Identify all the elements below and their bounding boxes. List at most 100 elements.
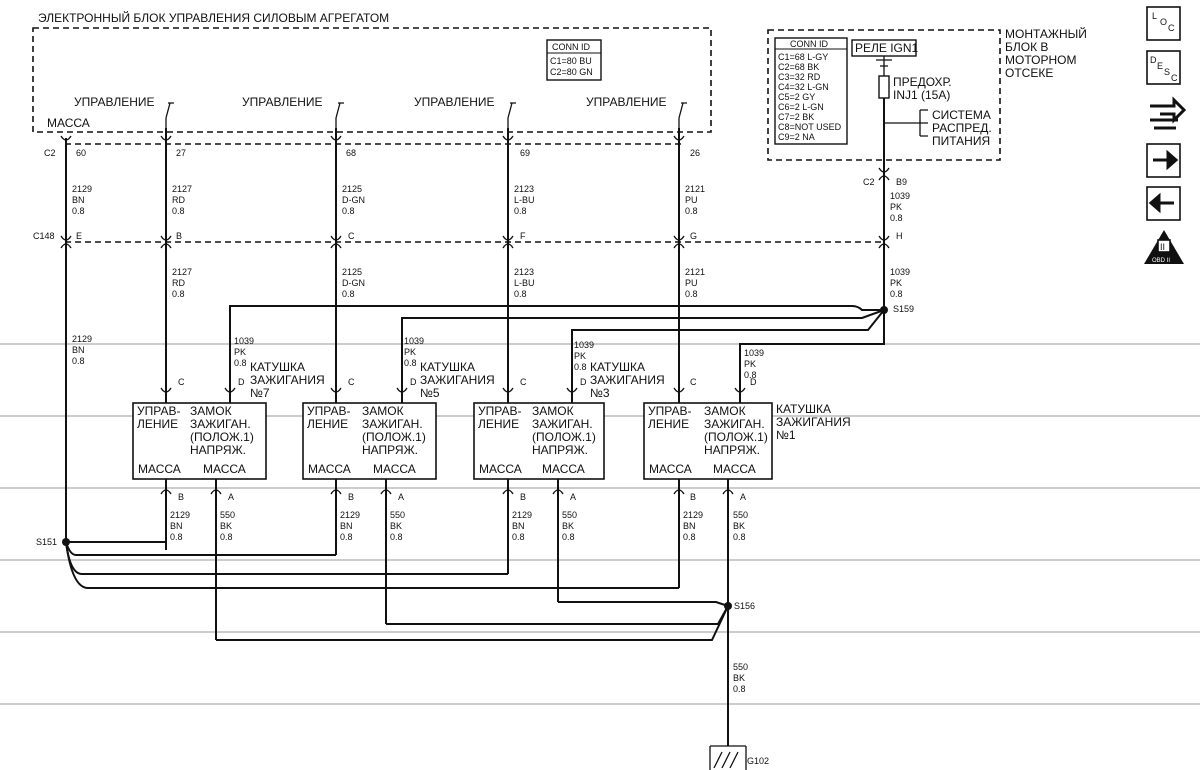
prev-arrow-icon[interactable] — [1146, 186, 1181, 221]
wire-color: PK — [890, 278, 902, 288]
ignition-coil-3: КАТУШКА ЗАЖИГАНИЯ №3 C D УПРАВ- ЛЕНИЕ ЗА… — [473, 360, 665, 502]
coil-ign-label: НАПРЯЖ. — [362, 443, 418, 457]
wire-number: 2121 — [685, 184, 705, 194]
ignition-coil-7: КАТУШКА ЗАЖИГАНИЯ №7 C D УПРАВ- ЛЕНИЕ ЗА… — [132, 360, 325, 502]
coil-ground-label: МАССА — [542, 462, 585, 476]
fuse-conn-line: C4=32 L-GN — [778, 82, 829, 92]
wire-size: 0.8 — [72, 356, 85, 366]
s156-label: S156 — [734, 601, 755, 611]
wire-number: 2129 — [340, 510, 360, 520]
loc-letter: O — [1160, 17, 1167, 27]
coil-title: №5 — [420, 386, 440, 400]
wire-size: 0.8 — [574, 362, 587, 372]
ecm-pin: 68 — [346, 148, 356, 158]
wire-size: 0.8 — [514, 289, 527, 299]
wire-number: 550 — [220, 510, 235, 520]
coil-title: ЗАЖИГАНИЯ — [776, 415, 851, 429]
coil-ground-label: МАССА — [138, 462, 181, 476]
wire-number: 550 — [562, 510, 577, 520]
coil-title: ЗАЖИГАНИЯ — [590, 373, 665, 387]
wire-color: RD — [172, 278, 185, 288]
wire-size: 0.8 — [514, 206, 527, 216]
wire-color: BN — [340, 521, 353, 531]
ecm-conn-header: CONN ID — [552, 42, 591, 52]
wire-size: 0.8 — [234, 358, 247, 368]
ground-label: G102 — [747, 756, 769, 766]
loc-letter: C — [1168, 23, 1175, 33]
coil-title: ЗАЖИГАНИЯ — [250, 373, 325, 387]
wire-number: 2127 — [172, 184, 192, 194]
wire-color: BN — [72, 345, 85, 355]
wire-number: 1039 — [744, 348, 764, 358]
control-label: УПРАВЛЕНИЕ — [74, 95, 155, 109]
fuse-block-title: МОТОРНОМ — [1005, 53, 1076, 67]
wire-color: BK — [733, 521, 745, 531]
wire-size: 0.8 — [72, 206, 85, 216]
coil-ign-label: (ПОЛОЖ.1) — [362, 430, 426, 444]
coil-control-label: УПРАВ- — [478, 404, 521, 418]
coil-ground-label: МАССА — [649, 462, 692, 476]
coil-pin-d: D — [238, 377, 245, 387]
wire-color: BK — [220, 521, 232, 531]
ecm-connector-label: C2 — [44, 148, 56, 158]
wire-size: 0.8 — [685, 289, 698, 299]
coil-pin-b: B — [520, 492, 526, 502]
wire-color: BN — [72, 195, 85, 205]
wire-number: 2123 — [514, 184, 534, 194]
inline-pin: E — [76, 231, 82, 241]
wire-number: 2127 — [172, 267, 192, 277]
fuse-conn-id-box: CONN ID C1=68 L-GY C2=68 BK C3=32 RD C4=… — [774, 37, 848, 145]
coil-ign-label: ЗАЖИГАН. — [362, 417, 423, 431]
control-label: УПРАВЛЕНИЕ — [586, 95, 667, 109]
fuse-conn-line: C6=2 L-GN — [778, 102, 824, 112]
wire-color: D-GN — [342, 278, 365, 288]
coil-ground-labels: 2129 BN 0.8 550 BK 0.8 2129 BN 0.8 550 B… — [170, 510, 748, 694]
coil-pin-d: D — [750, 377, 757, 387]
coil-control-label: ЛЕНИЕ — [307, 417, 348, 431]
wire-size: 0.8 — [170, 532, 183, 542]
ecm-conn-id-box: CONN ID C1=80 BU C2=80 GN — [546, 39, 602, 81]
power-distribution: СИСТЕМА РАСПРЕД. ПИТАНИЯ — [884, 108, 992, 148]
obd-ii-icon[interactable]: II OBD II — [1144, 230, 1184, 264]
coil-ground-wires — [65, 479, 729, 740]
wire-color: L-BU — [514, 278, 535, 288]
location-icon[interactable]: L O C — [1146, 6, 1181, 41]
coil-ign-label: ЗАМОК — [704, 404, 746, 418]
ecm-ground-label: МАССА — [47, 116, 90, 130]
wire-color: BN — [683, 521, 696, 531]
coil-ground-label: МАССА — [308, 462, 351, 476]
coil-ign-label: ЗАМОК — [190, 404, 232, 418]
wire-color: RD — [172, 195, 185, 205]
wire-color: L-BU — [514, 195, 535, 205]
lower-wire-labels: 2127 RD 0.8 2125 D-GN 0.8 2123 L-BU 0.8 … — [72, 267, 910, 366]
fuse-symbol: ПРЕДОХР. INJ1 (15A) — [876, 56, 952, 102]
wire-color: PU — [685, 195, 698, 205]
coil-ign-label: ЗАМОК — [362, 404, 404, 418]
wire-number: 2125 — [342, 267, 362, 277]
connection-arrows-icon[interactable] — [1150, 96, 1187, 130]
fuse-conn-line: C1=68 L-GY — [778, 52, 828, 62]
coil-ign-label: НАПРЯЖ. — [532, 443, 588, 457]
coil-ign-label: НАПРЯЖ. — [704, 443, 760, 457]
desc-letter: C — [1171, 73, 1178, 83]
wire-size: 0.8 — [733, 532, 746, 542]
fuse-label: ПРЕДОХР. — [893, 75, 952, 89]
description-icon[interactable]: D E S C — [1146, 50, 1181, 85]
coil-ign-label: НАПРЯЖ. — [190, 443, 246, 457]
fuse-block-title: ОТСЕКЕ — [1005, 66, 1053, 80]
wire-number: 2125 — [342, 184, 362, 194]
fuse-block: МОНТАЖНЫЙ БЛОК В МОТОРНОМ ОТСЕКЕ CONN ID… — [767, 26, 1087, 161]
s151-label: S151 — [36, 537, 57, 547]
coil-title: КАТУШКА — [250, 360, 305, 374]
wire-size: 0.8 — [404, 358, 417, 368]
coil-title: №3 — [590, 386, 610, 400]
coil-feed-labels: 1039 PK 0.8 1039 PK 0.8 1039 PK 0.8 1039… — [234, 336, 764, 380]
wire-number: 1039 — [234, 336, 254, 346]
next-arrow-icon[interactable] — [1146, 143, 1181, 178]
fuse-connector-pin: B9 — [896, 177, 907, 187]
coil-stub-wires — [165, 386, 741, 403]
fuse-connector-label: C2 — [863, 177, 875, 187]
fuse-conn-line: C7=2 BK — [778, 112, 814, 122]
wire-size: 0.8 — [390, 532, 403, 542]
